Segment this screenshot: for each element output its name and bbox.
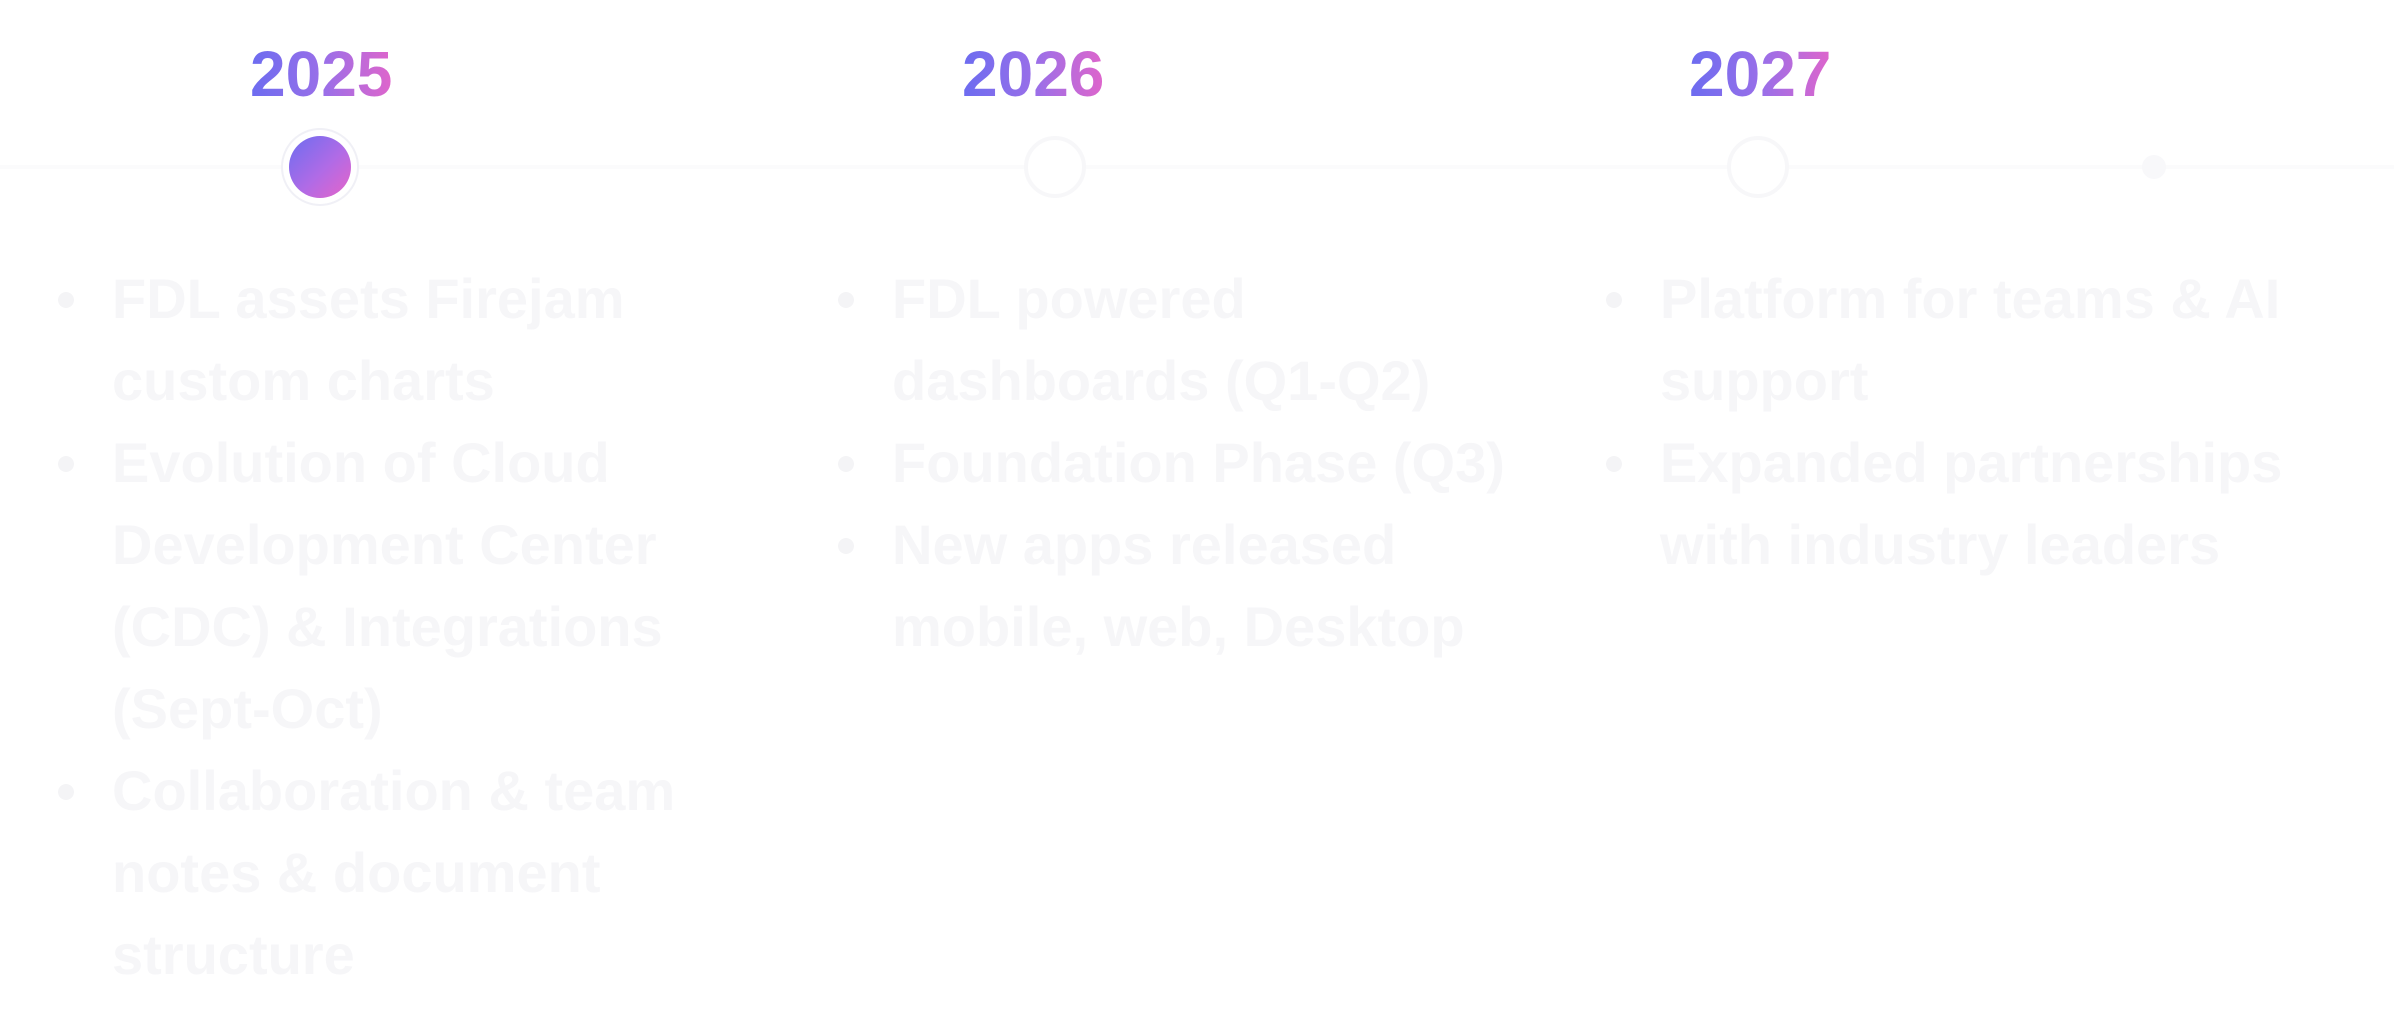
timeline-node-2025-active[interactable] bbox=[289, 136, 351, 198]
milestone-item: Platform for teams & AI support bbox=[1600, 258, 2350, 422]
milestone-list-2026: FDL powered dashboards (Q1-Q2) Foundatio… bbox=[832, 258, 1572, 668]
milestone-item: Expanded partnerships with industry lead… bbox=[1600, 422, 2350, 586]
milestone-list-2027: Platform for teams & AI support Expanded… bbox=[1600, 258, 2350, 586]
milestone-item: Foundation Phase (Q3) bbox=[832, 422, 1572, 504]
timeline-node-2026[interactable] bbox=[1024, 136, 1086, 198]
milestone-list-2025: FDL assets Firejam custom charts Evoluti… bbox=[52, 258, 782, 996]
timeline-track bbox=[0, 165, 2394, 169]
year-label-2025[interactable]: 2025 bbox=[250, 36, 400, 112]
milestone-item: FDL powered dashboards (Q1-Q2) bbox=[832, 258, 1572, 422]
milestone-item: New apps released mobile, web, Desktop bbox=[832, 504, 1572, 668]
year-label-2027[interactable]: 2027 bbox=[1689, 36, 1839, 112]
timeline-end-dot bbox=[2142, 155, 2166, 179]
timeline-node-2027[interactable] bbox=[1727, 136, 1789, 198]
milestone-item: Collaboration & team notes & document st… bbox=[52, 750, 782, 996]
milestone-item: Evolution of Cloud Development Center (C… bbox=[52, 422, 782, 750]
year-label-2026[interactable]: 2026 bbox=[962, 36, 1112, 112]
milestone-item: FDL assets Firejam custom charts bbox=[52, 258, 782, 422]
